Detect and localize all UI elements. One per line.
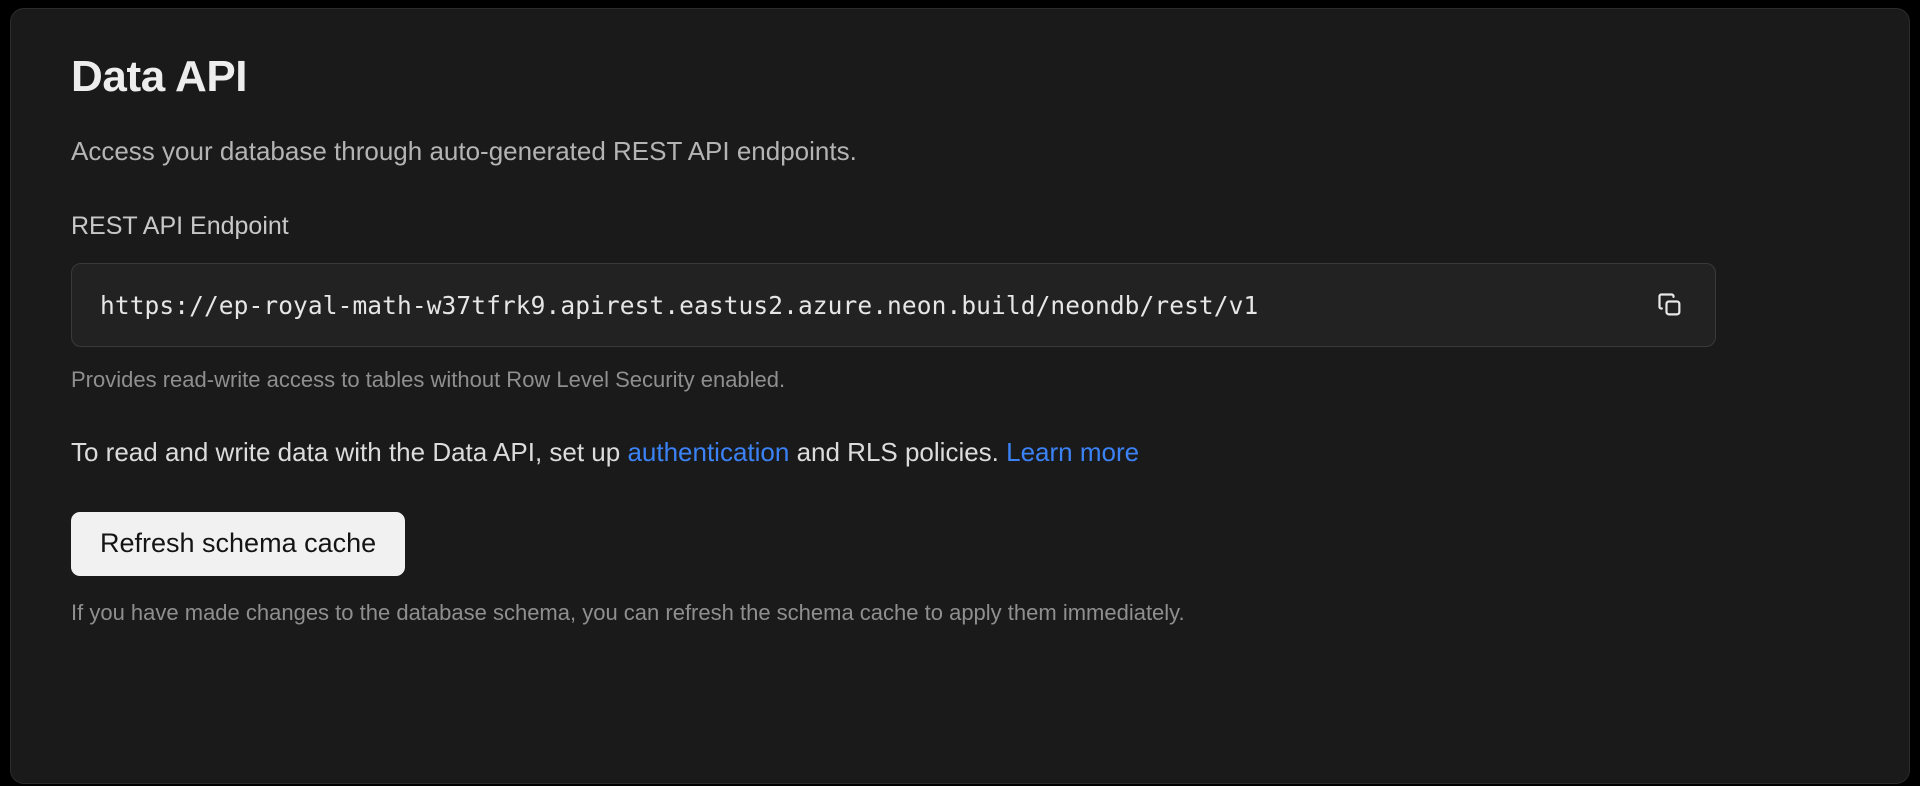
card-description: Access your database through auto-genera… xyxy=(71,136,857,167)
rls-setup-note: To read and write data with the Data API… xyxy=(71,435,1849,470)
refresh-button-row: Refresh schema cache xyxy=(71,511,1849,576)
learn-more-link[interactable]: Learn more xyxy=(1006,436,1140,467)
authentication-link[interactable]: authentication xyxy=(627,436,790,467)
refresh-schema-cache-button[interactable]: Refresh schema cache xyxy=(71,511,406,576)
rls-note-lead: To read and write data with the Data API… xyxy=(71,436,628,467)
copy-icon xyxy=(1656,291,1684,319)
rest-api-endpoint-input[interactable] xyxy=(100,290,1647,320)
refresh-footnote: If you have made changes to the database… xyxy=(71,599,1185,625)
endpoint-field-label: REST API Endpoint xyxy=(71,212,289,241)
endpoint-input-group xyxy=(71,263,1716,348)
rls-note-middle: and RLS policies. xyxy=(789,436,1007,467)
data-api-card: Data API Access your database through au… xyxy=(10,8,1910,784)
endpoint-helper-text: Provides read-write access to tables wit… xyxy=(71,367,786,393)
copy-endpoint-button[interactable] xyxy=(1647,282,1693,328)
page-title: Data API xyxy=(71,52,248,101)
